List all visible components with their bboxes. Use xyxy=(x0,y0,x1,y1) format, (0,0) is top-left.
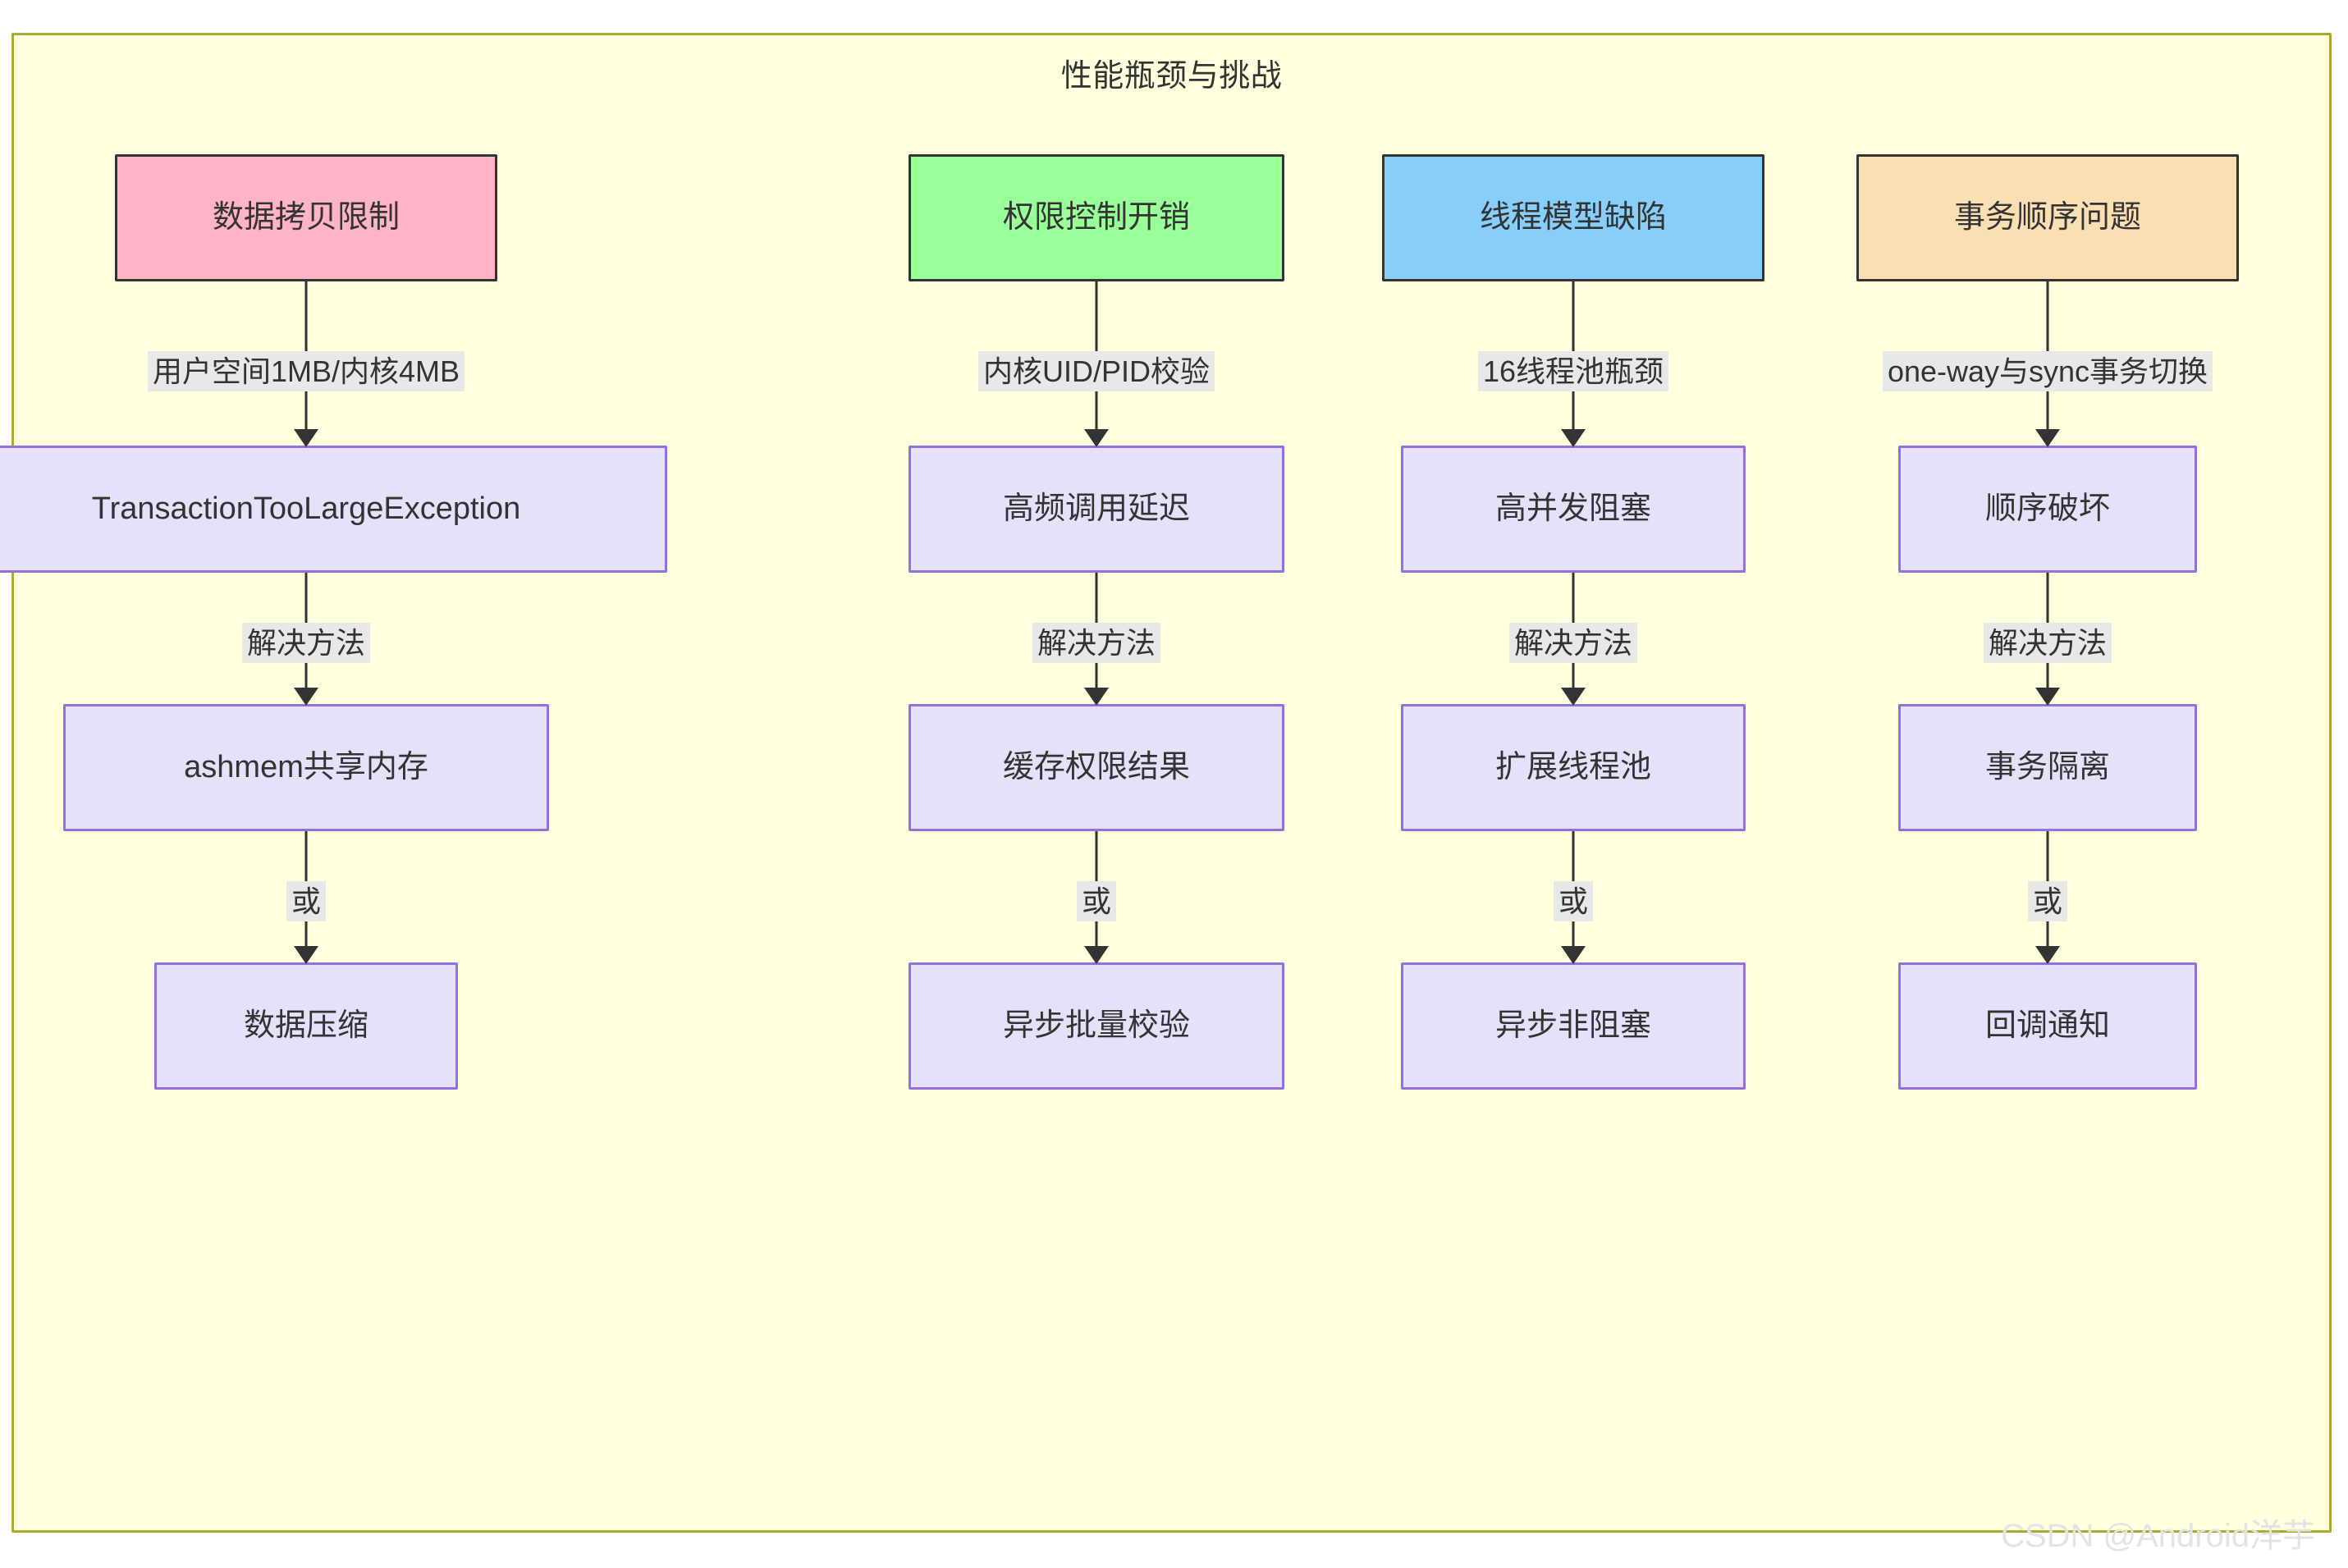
edge-2-1: 内核UID/PID校验 xyxy=(842,281,1351,447)
node-root-1[interactable]: 数据拷贝限制 xyxy=(115,154,497,281)
edge-4-3-label: 或 xyxy=(2027,880,2067,921)
node-step-1-3-label: 数据压缩 xyxy=(243,1008,368,1043)
edge-1-3: 或 xyxy=(52,831,561,964)
node-step-4-2[interactable]: 事务隔离 xyxy=(1898,704,2197,831)
edge-1-3-label: 或 xyxy=(286,880,326,921)
edge-2-1-label: 内核UID/PID校验 xyxy=(977,350,1215,391)
node-step-1-2[interactable]: ashmem共享内存 xyxy=(63,704,549,831)
arrow-head-icon xyxy=(1084,688,1109,706)
arrow-head-icon xyxy=(1561,688,1586,706)
node-step-3-2-label: 扩展线程池 xyxy=(1494,749,1651,784)
arrow-head-icon xyxy=(294,946,318,964)
node-root-4-label: 事务顺序问题 xyxy=(1953,199,2141,235)
edge-4-1-label: one-way与sync事务切换 xyxy=(1882,350,2213,391)
edge-3-2-label: 解决方法 xyxy=(1508,622,1637,663)
edge-2-2-label: 解决方法 xyxy=(1032,622,1160,663)
edge-2-3: 或 xyxy=(842,831,1351,964)
node-step-4-3-label: 回调通知 xyxy=(1984,1008,2110,1043)
edge-3-1-label: 16线程池瓶颈 xyxy=(1477,350,1669,391)
edge-1-2: 解决方法 xyxy=(52,573,561,706)
edge-2-2: 解决方法 xyxy=(842,573,1351,706)
node-step-2-1[interactable]: 高频调用延迟 xyxy=(909,446,1284,573)
node-root-3[interactable]: 线程模型缺陷 xyxy=(1382,154,1764,281)
node-step-3-2[interactable]: 扩展线程池 xyxy=(1401,704,1746,831)
node-root-1-label: 数据拷贝限制 xyxy=(212,199,400,235)
arrow-head-icon xyxy=(294,688,318,706)
flow-column-3: 线程模型缺陷 16线程池瓶颈 高并发阻塞 解决方法 扩展线程池 xyxy=(1319,154,1828,1090)
edge-4-2-label: 解决方法 xyxy=(1983,622,2112,663)
node-step-3-1[interactable]: 高并发阻塞 xyxy=(1401,446,1746,573)
subgraph-title: 性能瓶颈与挑战 xyxy=(1060,59,1283,94)
node-step-1-1-label: TransactionTooLargeException xyxy=(91,491,521,526)
arrow-head-icon xyxy=(2035,429,2060,447)
node-root-2[interactable]: 权限控制开销 xyxy=(909,154,1284,281)
node-step-2-3[interactable]: 异步批量校验 xyxy=(909,962,1284,1090)
node-root-4[interactable]: 事务顺序问题 xyxy=(1856,154,2239,281)
node-step-2-1-label: 高频调用延迟 xyxy=(1002,491,1190,526)
node-step-1-1[interactable]: TransactionTooLargeException xyxy=(0,446,667,573)
node-step-3-3-label: 异步非阻塞 xyxy=(1494,1008,1651,1043)
edge-2-3-label: 或 xyxy=(1076,880,1116,921)
node-step-1-3[interactable]: 数据压缩 xyxy=(154,962,458,1090)
edge-3-2: 解决方法 xyxy=(1319,573,1828,706)
node-root-2-label: 权限控制开销 xyxy=(1002,199,1190,235)
node-step-2-3-label: 异步批量校验 xyxy=(1002,1008,1190,1043)
node-step-3-1-label: 高并发阻塞 xyxy=(1494,491,1651,526)
node-step-4-3[interactable]: 回调通知 xyxy=(1898,962,2197,1090)
edge-4-2: 解决方法 xyxy=(1793,573,2302,706)
node-root-3-label: 线程模型缺陷 xyxy=(1479,199,1667,235)
csdn-watermark: CSDN @Android洋芋 xyxy=(2001,1518,2315,1554)
edge-3-3-label: 或 xyxy=(1553,880,1593,921)
edge-3-3: 或 xyxy=(1319,831,1828,964)
node-step-4-1-label: 顺序破坏 xyxy=(1984,491,2110,526)
subgraph-performance-bottlenecks: 性能瓶颈与挑战 数据拷贝限制 用户空间1MB/内核4MB Transaction… xyxy=(0,33,2332,1533)
arrow-head-icon xyxy=(1561,429,1586,447)
arrow-head-icon xyxy=(1561,946,1586,964)
node-step-1-2-label: ashmem共享内存 xyxy=(184,749,428,784)
node-step-2-2[interactable]: 缓存权限结果 xyxy=(909,704,1284,831)
edge-3-1: 16线程池瓶颈 xyxy=(1319,281,1828,447)
arrow-head-icon xyxy=(1084,429,1109,447)
node-step-4-1[interactable]: 顺序破坏 xyxy=(1898,446,2197,573)
arrow-head-icon xyxy=(2035,688,2060,706)
arrow-head-icon xyxy=(294,429,318,447)
arrow-head-icon xyxy=(1084,946,1109,964)
edge-4-3: 或 xyxy=(1793,831,2302,964)
flow-column-2: 权限控制开销 内核UID/PID校验 高频调用延迟 解决方法 缓存权限结果 xyxy=(842,154,1351,1090)
edge-1-1-label: 用户空间1MB/内核4MB xyxy=(147,350,465,391)
node-step-4-2-label: 事务隔离 xyxy=(1984,749,2110,784)
flow-column-1: 数据拷贝限制 用户空间1MB/内核4MB TransactionTooLarge… xyxy=(0,154,667,1090)
node-step-2-2-label: 缓存权限结果 xyxy=(1002,749,1190,784)
node-step-3-3[interactable]: 异步非阻塞 xyxy=(1401,962,1746,1090)
arrow-head-icon xyxy=(2035,946,2060,964)
edge-1-1: 用户空间1MB/内核4MB xyxy=(52,281,561,447)
edge-4-1: one-way与sync事务切换 xyxy=(1793,281,2302,447)
edge-1-2-label: 解决方法 xyxy=(241,622,370,663)
flow-column-4: 事务顺序问题 one-way与sync事务切换 顺序破坏 解决方法 事务隔离 xyxy=(1793,154,2302,1090)
